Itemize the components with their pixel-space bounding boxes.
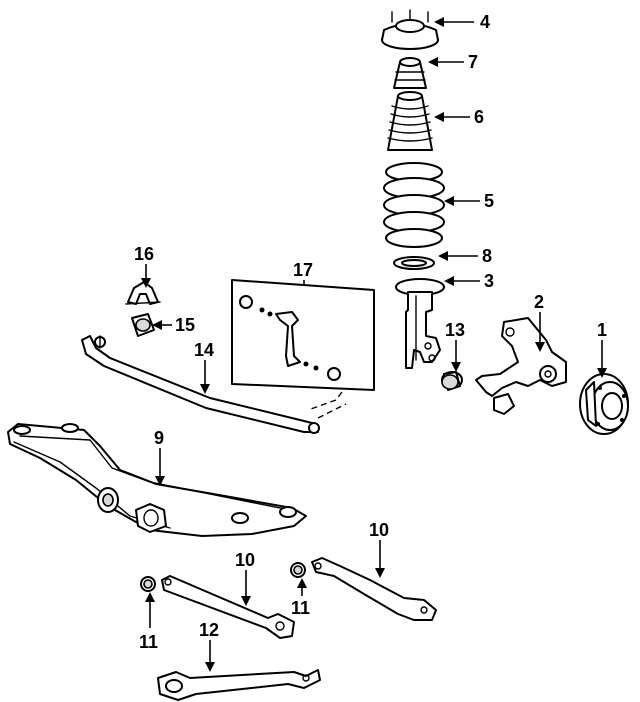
callout-5: 5	[484, 191, 494, 211]
callout-1: 1	[597, 320, 607, 340]
stabilizer-bar	[81, 335, 320, 434]
knuckle-bushing	[441, 371, 463, 391]
callout-8: 8	[482, 246, 492, 266]
callout-11-right: 11	[291, 598, 310, 618]
stabilizer-link-kit	[231, 279, 375, 419]
callout-16: 16	[134, 244, 154, 264]
lower-control-arm	[157, 669, 321, 701]
leader-lines	[141, 17, 607, 672]
callout-11-left: 11	[139, 632, 158, 652]
callout-12: 12	[199, 620, 219, 640]
callout-13: 13	[445, 320, 465, 340]
arm-bushing-left	[140, 576, 156, 592]
dust-boot	[387, 91, 433, 151]
strut-mount	[381, 9, 439, 50]
hub-bearing	[579, 373, 629, 435]
callout-9: 9	[154, 428, 164, 448]
arm-bushing-right	[290, 562, 306, 578]
callout-7: 7	[468, 52, 478, 72]
callout-6: 6	[474, 107, 484, 127]
callout-labels: 4 7 6 5 8 3 2 1 13 16 15 17 14 9 10 10 1…	[134, 12, 607, 652]
callout-15: 15	[175, 315, 195, 335]
coil-spring	[383, 162, 445, 248]
lateral-link	[161, 575, 295, 639]
stabilizer-bushing	[131, 313, 155, 337]
callout-4: 4	[480, 12, 490, 32]
trailing-arm	[311, 557, 437, 621]
callout-3: 3	[484, 271, 494, 291]
callout-2: 2	[534, 292, 544, 312]
callout-17: 17	[293, 260, 313, 280]
callout-10-right: 10	[369, 520, 389, 540]
crossmember	[7, 423, 307, 537]
knuckle	[475, 317, 567, 415]
stabilizer-bracket	[125, 281, 161, 305]
spring-insulator	[393, 256, 435, 270]
bump-stop	[393, 57, 427, 89]
callout-14: 14	[194, 340, 214, 360]
strut-assembly	[395, 278, 445, 369]
callout-10-left: 10	[235, 550, 255, 570]
